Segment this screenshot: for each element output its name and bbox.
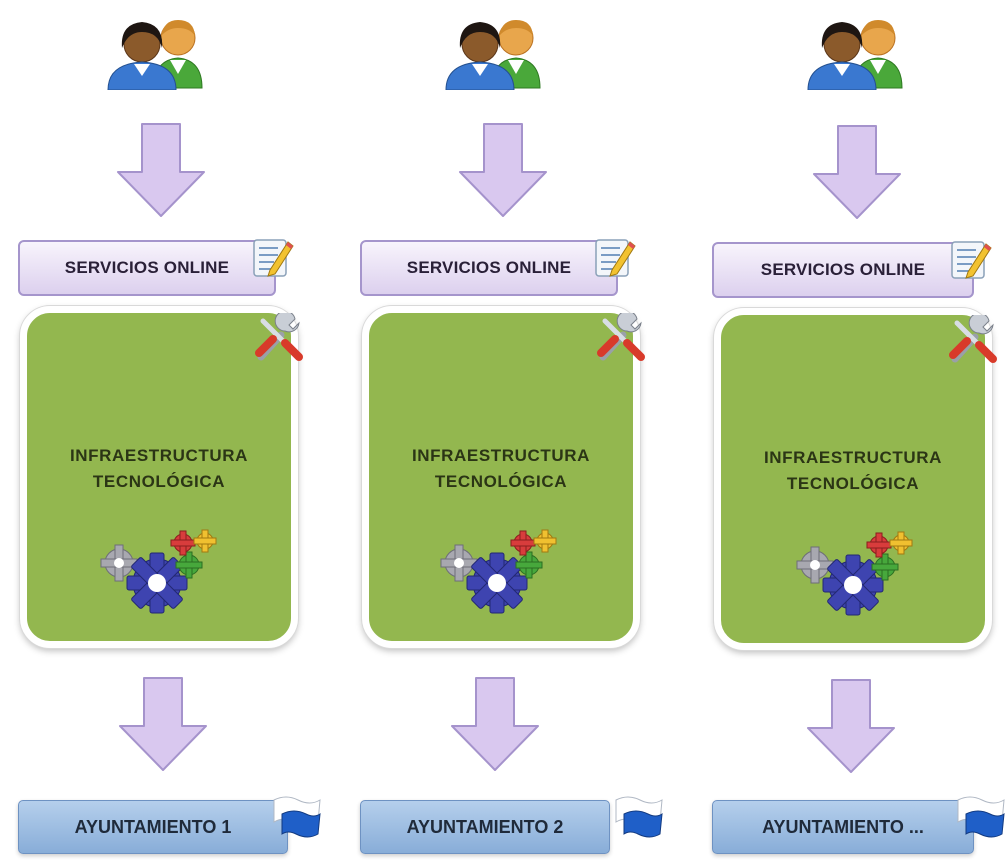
- infraestructura-title: INFRAESTRUCTURA TECNOLÓGICA: [27, 443, 291, 495]
- tools-icon: [255, 313, 303, 361]
- arrow-down-icon: [459, 123, 547, 217]
- ayuntamiento-box: AYUNTAMIENTO 2: [360, 800, 610, 854]
- ayuntamiento-label: AYUNTAMIENTO 1: [74, 816, 232, 837]
- infraestructura-line-2: TECNOLÓGICA: [786, 474, 920, 493]
- servicios-online-label: SERVICIOS ONLINE: [406, 258, 572, 277]
- arrow-down-icon: [117, 123, 205, 217]
- arrow-down-icon: [813, 125, 901, 219]
- gears-icon: [100, 529, 217, 614]
- diagram-column-1: SERVICIOS ONLINE INFRAESTRUCTURA TECNOLÓ…: [18, 0, 321, 860]
- infraestructura-title: INFRAESTRUCTURA TECNOLÓGICA: [369, 443, 633, 495]
- users-icon: [107, 20, 203, 90]
- gears-icon: [440, 529, 557, 614]
- arrow-down-icon: [807, 679, 895, 773]
- ayuntamiento-label: AYUNTAMIENTO 2: [406, 816, 564, 837]
- tools-icon: [597, 313, 645, 361]
- infraestructura-line-2: TECNOLÓGICA: [434, 472, 568, 491]
- servicios-online-box: SERVICIOS ONLINE: [712, 242, 974, 298]
- ayuntamiento-label: AYUNTAMIENTO ...: [762, 816, 924, 837]
- infraestructura-box: INFRAESTRUCTURA TECNOLÓGICA: [362, 306, 645, 648]
- servicios-online-label: SERVICIOS ONLINE: [64, 258, 230, 277]
- users-icon: [445, 20, 541, 90]
- diagram-column-2: SERVICIOS ONLINE INFRAESTRUCTURA TECNOLÓ…: [360, 0, 663, 860]
- infraestructura-line-1: INFRAESTRUCTURA: [69, 446, 249, 465]
- flag-icon: [273, 796, 321, 838]
- arrow-down-icon: [451, 677, 539, 771]
- infraestructura-line-2: TECNOLÓGICA: [92, 472, 226, 491]
- infraestructura-line-1: INFRAESTRUCTURA: [411, 446, 591, 465]
- form-edit-icon: [595, 239, 636, 277]
- infraestructura-box: INFRAESTRUCTURA TECNOLÓGICA: [20, 306, 303, 648]
- gears-icon: [796, 531, 913, 616]
- form-edit-icon: [951, 241, 992, 279]
- tools-icon: [949, 315, 997, 363]
- ayuntamiento-box: AYUNTAMIENTO 1: [18, 800, 288, 854]
- infraestructura-title: INFRAESTRUCTURA TECNOLÓGICA: [721, 445, 985, 497]
- servicios-online-box: SERVICIOS ONLINE: [18, 240, 276, 296]
- ayuntamiento-box: AYUNTAMIENTO ...: [712, 800, 974, 854]
- infraestructura-box: INFRAESTRUCTURA TECNOLÓGICA: [714, 308, 997, 650]
- form-edit-icon: [253, 239, 294, 277]
- servicios-online-box: SERVICIOS ONLINE: [360, 240, 618, 296]
- users-icon: [807, 20, 903, 90]
- infraestructura-line-1: INFRAESTRUCTURA: [763, 448, 943, 467]
- flag-icon: [957, 796, 1005, 838]
- diagram-column-3: SERVICIOS ONLINE INFRAESTRUCTURA TECNOLÓ…: [712, 0, 1006, 860]
- arrow-down-icon: [119, 677, 207, 771]
- servicios-online-label: SERVICIOS ONLINE: [760, 260, 926, 279]
- flag-icon: [615, 796, 663, 838]
